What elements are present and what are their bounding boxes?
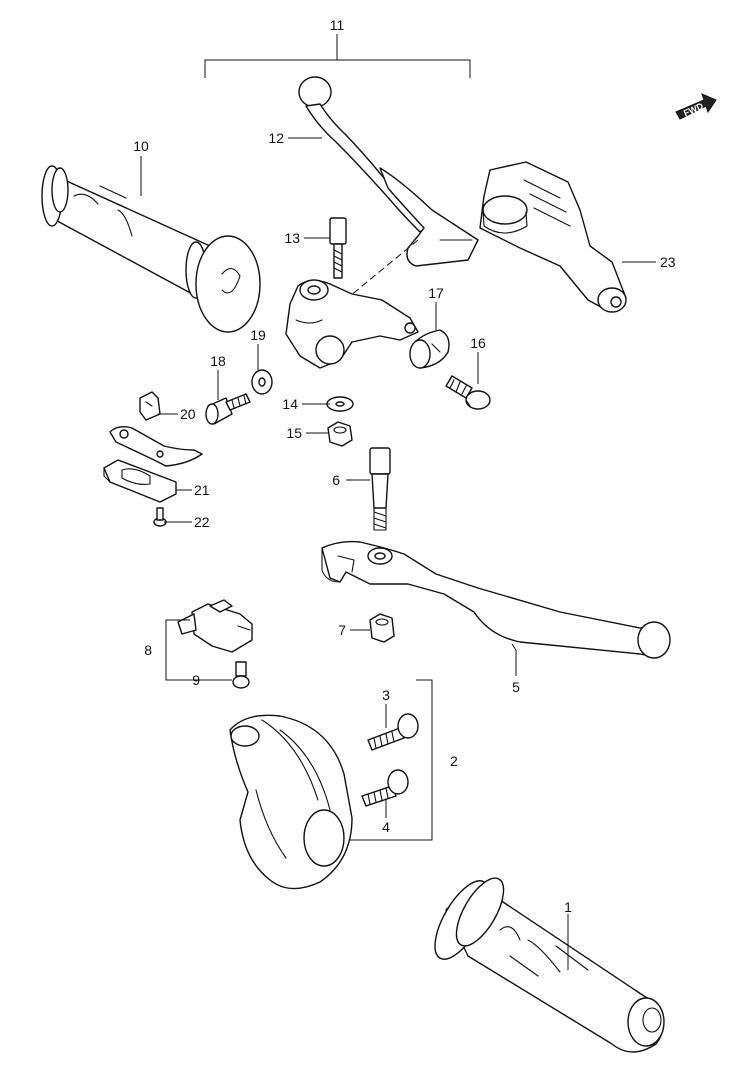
bracket-2 — [350, 679, 433, 841]
callout-18: 18 — [210, 353, 226, 369]
part-16-screw — [445, 375, 491, 410]
fwd-arrow-icon: FWD — [675, 93, 717, 120]
part-4-screw — [361, 769, 409, 807]
part-3-screw — [367, 713, 419, 751]
part-9-screw — [232, 661, 250, 689]
part-23-switch-housing — [479, 161, 627, 313]
part-20-connector — [139, 391, 161, 421]
callout-9: 9 — [192, 672, 200, 688]
callout-8: 8 — [144, 642, 152, 658]
callout-20: 20 — [180, 406, 196, 422]
fwd-label: FWD — [682, 101, 705, 119]
callout-14: 14 — [282, 396, 298, 412]
callout-5: 5 — [512, 679, 520, 695]
part-1-right-grip — [434, 877, 665, 1053]
callout-7: 7 — [338, 622, 346, 638]
callout-11: 11 — [330, 17, 345, 33]
callout-13: 13 — [284, 230, 300, 246]
callout-16: 16 — [470, 335, 486, 351]
part-13-bolt — [329, 217, 347, 279]
assembly-line-12 — [349, 239, 419, 297]
leader-lines — [140, 137, 656, 970]
callout-23: 23 — [660, 254, 676, 270]
part-21-plate — [109, 425, 203, 467]
callout-6: 6 — [332, 472, 340, 488]
callout-21: 21 — [194, 482, 210, 498]
callout-labels: 1 2 3 4 5 6 7 8 9 10 11 12 13 14 15 16 1… — [133, 17, 676, 915]
part-12-clutch-lever — [298, 76, 479, 267]
part-14-washer — [326, 396, 354, 412]
callout-15: 15 — [286, 425, 302, 441]
part-8-brake-switch — [177, 599, 253, 653]
callout-17: 17 — [428, 285, 444, 301]
bracket-11 — [204, 34, 471, 78]
part-17-collar — [409, 329, 450, 369]
part-15-nut — [327, 421, 353, 447]
callout-12: 12 — [268, 130, 284, 146]
callout-19: 19 — [250, 327, 266, 343]
part-19-washer — [251, 369, 273, 395]
part-6-pivot-bolt — [369, 447, 391, 531]
callout-1: 1 — [564, 899, 572, 915]
part-5-brake-lever — [321, 540, 671, 659]
part-2-throttle-housing — [229, 714, 353, 890]
part-7-nut — [369, 613, 395, 643]
callout-2: 2 — [450, 753, 458, 769]
part-22-screw — [153, 507, 167, 527]
callout-3: 3 — [382, 687, 390, 703]
callout-10: 10 — [133, 138, 149, 154]
bracket-8 — [165, 619, 232, 681]
part-10-left-grip — [41, 165, 261, 333]
part-18-bolt — [205, 393, 251, 425]
part-21-clamp — [103, 459, 177, 503]
callout-4: 4 — [382, 819, 390, 835]
lever-holder-clamp — [285, 279, 419, 369]
callout-22: 22 — [194, 514, 210, 530]
